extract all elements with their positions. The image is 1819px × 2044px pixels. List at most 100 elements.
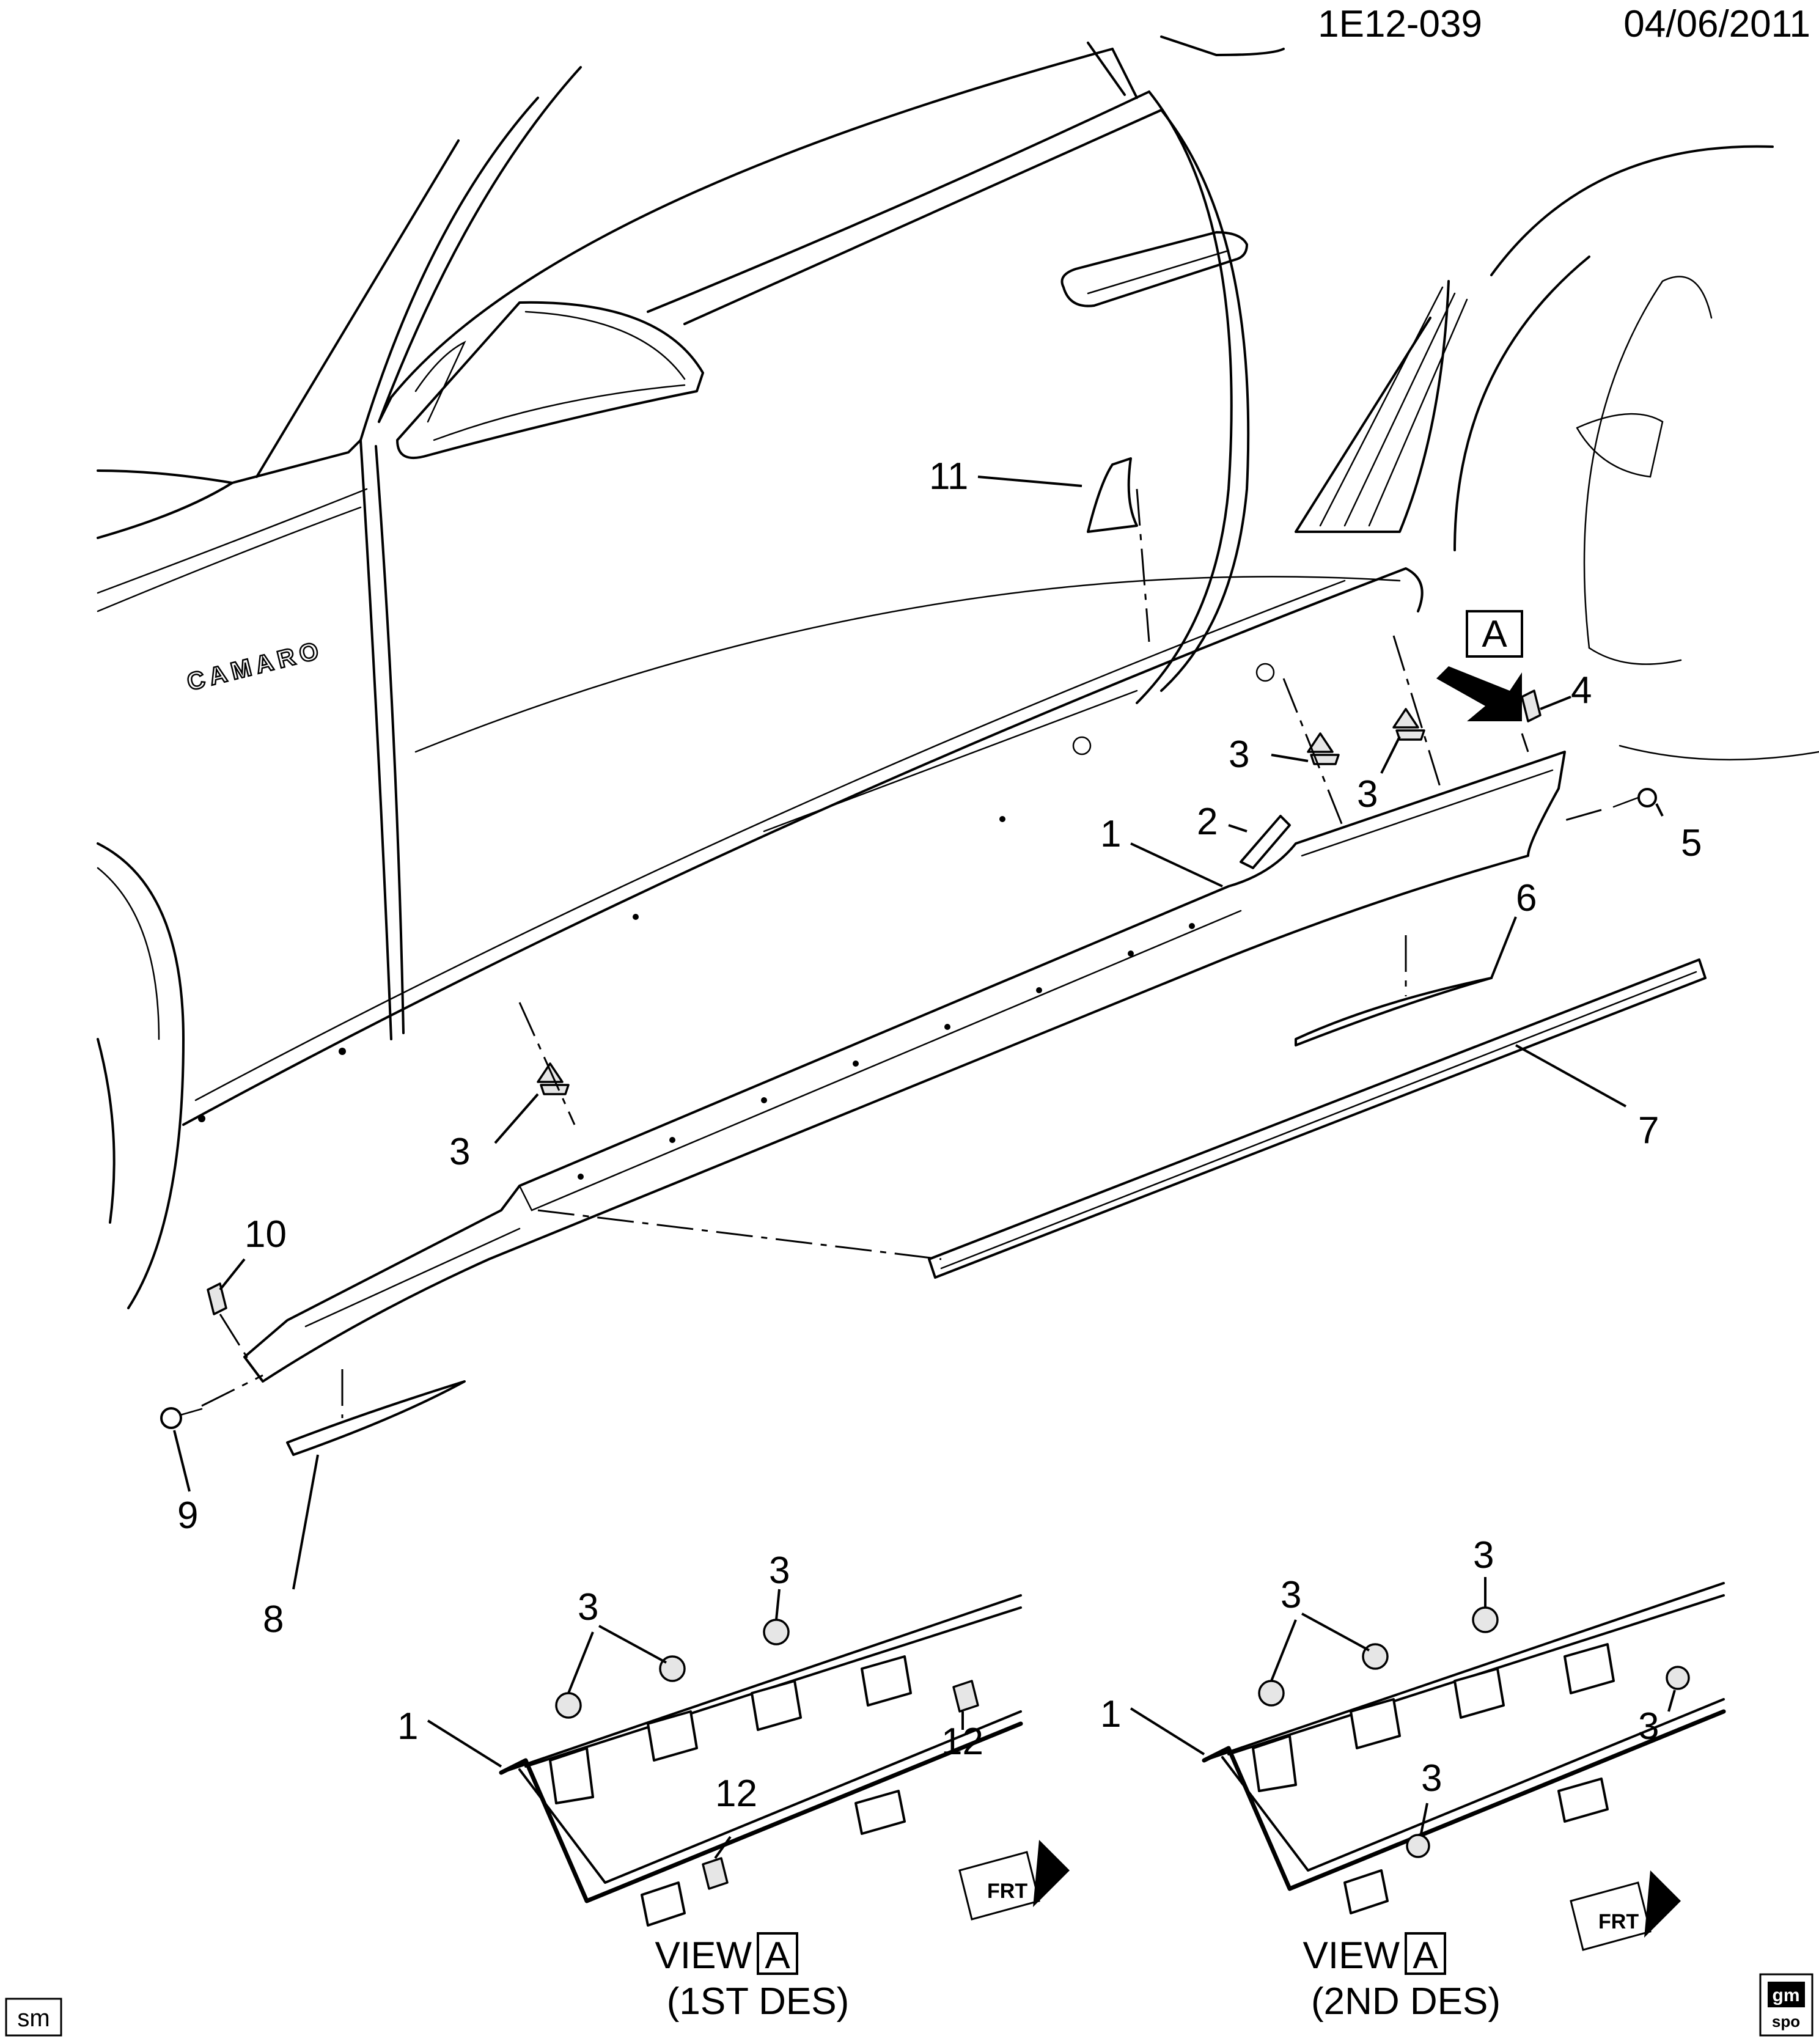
assembly-line — [518, 1002, 576, 1125]
callout-numbers: 11 1 2 3 3 3 4 5 6 7 8 9 10 — [177, 455, 1702, 1641]
callout-3-front: 3 — [449, 1131, 470, 1173]
drawing-id: 1E12-039 — [1318, 3, 1482, 45]
inset-1-bracket — [647, 1710, 698, 1762]
rocker-hole-row — [578, 923, 1195, 1180]
mirror-detail-2 — [433, 384, 686, 441]
door-belt-line-2 — [683, 109, 1163, 325]
inset-1-bracket — [549, 1747, 594, 1804]
body-hole — [198, 1115, 205, 1122]
view-a-arrow-marker: A — [1436, 610, 1523, 721]
body-hole — [633, 914, 639, 920]
inset-1-clip-12 — [952, 1680, 979, 1713]
callout-3-rear: 3 — [1357, 773, 1378, 815]
callout-4: 4 — [1571, 669, 1592, 711]
callout-5: 5 — [1681, 822, 1702, 864]
vent-slat-2 — [1343, 292, 1456, 527]
inset-1-callout-3a: 3 — [578, 1586, 598, 1628]
inset-2-bracket — [1252, 1735, 1297, 1792]
inset-1-caption: (1ST DES) — [667, 1980, 850, 2023]
callout-7: 7 — [1638, 1109, 1659, 1152]
decal-part-6 — [1295, 977, 1493, 1046]
view-a-second-design: 1 3 3 3 3 FRT VIEW A (2ND DES) — [1100, 1534, 1726, 2023]
rocker-molding-line — [940, 971, 1697, 1270]
window-rear — [1111, 48, 1138, 99]
assembly-line — [1392, 635, 1444, 795]
rear-door-seam-2 — [1160, 109, 1250, 692]
view-a-first-design: 1 3 3 12 12 FRT VIEW A (1ST DES) — [397, 1550, 1070, 2023]
inset-2-view-letter: A — [1413, 1935, 1438, 1977]
inset-2-rocker-top — [1203, 1582, 1725, 1762]
inset-1-rocker-top — [500, 1594, 1022, 1774]
callout-8: 8 — [263, 1598, 284, 1641]
inset-2-bracket — [1343, 1869, 1389, 1914]
callout-leaders — [173, 476, 1664, 1590]
front-door-seam — [359, 439, 392, 1040]
inset-2-callout-3c: 3 — [1638, 1705, 1659, 1748]
inset-1-callout-1: 1 — [397, 1705, 418, 1748]
inset-1-callout-12a: 12 — [941, 1721, 983, 1763]
rear-wheel-arch-top — [1490, 145, 1774, 276]
rear-tire-detail — [1576, 413, 1664, 478]
callout-10: 10 — [244, 1213, 287, 1255]
inset-2-callout-3a: 3 — [1281, 1574, 1301, 1616]
body-lower-edge-2 — [194, 579, 1346, 1101]
mirror-base — [414, 340, 466, 423]
inset-2-clip-3 — [1666, 1666, 1690, 1690]
body-hole-large — [1072, 736, 1092, 755]
inset-2-callout-3b: 3 — [1473, 1534, 1494, 1576]
clip-part-3 — [1392, 708, 1425, 741]
rear-bumper-line — [1619, 744, 1819, 761]
inset-1-bracket — [641, 1881, 686, 1927]
screw-part-5-shank — [1612, 796, 1639, 808]
body-lower-edge — [182, 567, 1424, 1126]
rocker-panel-lower-line — [304, 1227, 521, 1328]
inset-2-clip-3 — [1472, 1606, 1499, 1633]
view-direction-arrow — [1436, 666, 1522, 721]
inset-1-frt-label: FRT — [987, 1880, 1027, 1903]
inset-2-callout-1: 1 — [1100, 1693, 1121, 1735]
callout-1: 1 — [1100, 813, 1121, 855]
inset-2-callout-3d: 3 — [1421, 1757, 1442, 1800]
inset-1-rocker-inner — [518, 1710, 1022, 1884]
clip-part-4 — [1521, 689, 1542, 722]
rear-tire — [1583, 276, 1713, 649]
door-belt-line — [647, 90, 1150, 313]
callout-2: 2 — [1197, 801, 1218, 843]
inset-1-view-label: VIEW — [655, 1935, 752, 1977]
inset-2-view-letter-box — [1405, 1932, 1446, 1975]
inset-2-rocker-inner — [1221, 1698, 1725, 1872]
car-body-outline: CAMARO — [97, 35, 1819, 1309]
body-hole-large — [1255, 663, 1275, 682]
screw-part-9 — [160, 1407, 182, 1429]
inset-1-bracket — [861, 1655, 912, 1707]
inset-2-frt-label: FRT — [1598, 1910, 1639, 1933]
drawing-header: 1E12-039 04/06/2011 — [1318, 3, 1810, 45]
inset-2-bracket — [1557, 1777, 1609, 1823]
assembly-line — [537, 1209, 942, 1260]
inset-1-front-direction-marker: FRT — [958, 1840, 1070, 1921]
callout-6: 6 — [1516, 877, 1537, 919]
part-11-pad — [1087, 457, 1138, 533]
inset-1-callout-12b: 12 — [715, 1773, 757, 1815]
door-bottom-line — [763, 689, 1138, 833]
screw-part-5 — [1637, 788, 1657, 807]
window-rear-inner — [1087, 42, 1126, 96]
view-letter-box — [1466, 610, 1523, 658]
view-letter: A — [1482, 613, 1507, 655]
windshield-frame — [359, 97, 539, 441]
footer-sm-label: sm — [17, 2005, 50, 2032]
vent-slat-1 — [1319, 286, 1444, 527]
rear-tire-base — [1588, 647, 1682, 665]
inset-1-clip-3 — [555, 1692, 582, 1719]
footer-left-badge: sm — [5, 1998, 62, 2037]
drawing-date: 04/06/2011 — [1623, 3, 1810, 45]
assembly-line — [1282, 678, 1346, 832]
inset-2-bracket — [1453, 1667, 1505, 1719]
rear-wheel-arch — [1453, 256, 1590, 551]
inset-2-clip-3 — [1406, 1834, 1430, 1858]
quarter-vent-outline — [1295, 280, 1450, 533]
inset-2-view-label: VIEW — [1303, 1935, 1400, 1977]
insert-part-2 — [1240, 815, 1291, 869]
callout-9: 9 — [177, 1494, 198, 1537]
